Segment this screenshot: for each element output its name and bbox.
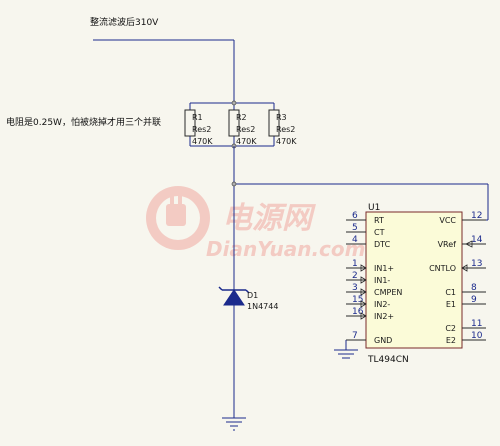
ic-pin-number: 3 [352, 283, 358, 293]
ic-pin-e1: 9E1 [446, 295, 486, 309]
ic-pin-number: 12 [471, 211, 482, 221]
ic-pin-c1: 8C1 [445, 283, 486, 297]
resistor-r3: R3 Res2 470K [268, 109, 297, 146]
r1-ref: R1 [192, 113, 203, 122]
ic-pin-name: CMPEN [374, 288, 402, 297]
r3-value: 470K [276, 137, 297, 146]
ic-pin-name: E2 [446, 336, 456, 345]
r2-value: 470K [236, 137, 257, 146]
ground-symbol-diode [222, 417, 246, 431]
ic-pin-name: GND [374, 336, 392, 345]
ic-pin-name: IN1- [374, 276, 390, 285]
ic-pin-name: VCC [439, 216, 456, 225]
ic-pin-name: CT [374, 228, 385, 237]
r3-ref: R3 [276, 113, 287, 122]
r1-value: 470K [192, 137, 213, 146]
ic-ref: U1 [368, 203, 380, 213]
ic-pin-number: 10 [471, 331, 483, 341]
ic-pin-number: 1 [352, 259, 358, 269]
ic-pin-number: 2 [352, 271, 358, 281]
watermark-en: DianYuan.com [206, 237, 365, 261]
ic-pin-name: RT [374, 216, 384, 225]
ic-pin-number: 5 [352, 223, 358, 233]
r2-ref: R2 [236, 113, 247, 122]
ic-pin-name: C2 [445, 324, 456, 333]
ic-pin-number: 13 [471, 259, 482, 269]
ic-pin-number: 7 [352, 331, 358, 341]
watermark-cn: 电源网 [222, 201, 316, 236]
d1-part: 1N4744 [247, 302, 278, 311]
ic-pin-number: 15 [352, 295, 363, 305]
zener-diode-d1: D1 1N4744 [218, 286, 278, 418]
junction-dot [231, 100, 237, 106]
ic-pin-number: 9 [471, 295, 477, 305]
d1-ref: D1 [247, 291, 258, 300]
ic-pin-name: IN1+ [374, 264, 394, 273]
ic-pin-number: 14 [471, 235, 483, 245]
ground-symbol-ic [334, 340, 358, 359]
ic-pin-number: 11 [471, 319, 482, 329]
resistor-r2: R2 Res2 470K [228, 109, 257, 146]
ic-pin-name: DTC [374, 240, 391, 249]
ic-pin-number: 6 [352, 211, 358, 221]
r1-type: Res2 [192, 125, 211, 134]
ic-pin-number: 4 [352, 235, 358, 245]
r3-type: Res2 [276, 125, 295, 134]
ic-pin-name: VRef [438, 240, 457, 249]
watermark: 电源网 DianYuan.com [146, 186, 365, 261]
ic-pin-number: 8 [471, 283, 477, 293]
resistor-r1: R1 Res2 470K [184, 109, 213, 146]
input-voltage-note: 整流滤波后310V [90, 16, 159, 28]
ic-pin-name: IN2+ [374, 312, 394, 321]
ic-pin-name: C1 [445, 288, 456, 297]
ic-pin-name: E1 [446, 300, 456, 309]
resistor-bank: R1 Res2 470K R2 Res2 470K R3 Res2 470K [184, 100, 297, 149]
ic-pin-number: 16 [352, 307, 364, 317]
r2-type: Res2 [236, 125, 255, 134]
ic-part: TL494CN [367, 355, 409, 365]
ic-pin-name: IN2- [374, 300, 390, 309]
ic-pin-name: CNTLO [429, 264, 456, 273]
junction-dot [231, 181, 237, 187]
input-wire [93, 39, 235, 103]
resistor-note: 电阻是0.25W，怕被烧掉才用三个并联 [6, 116, 161, 128]
